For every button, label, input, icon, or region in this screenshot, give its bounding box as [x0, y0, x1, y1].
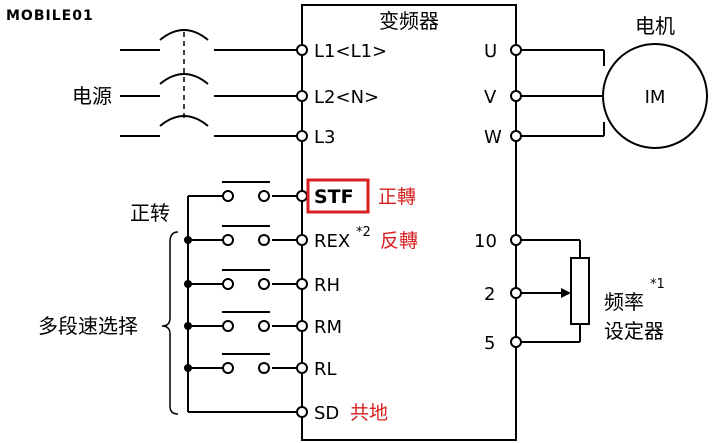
annotation-stf: 正轉: [378, 186, 416, 208]
junction-dots: [184, 236, 192, 372]
wiper-arrow-icon: [561, 288, 571, 298]
multispeed-label: 多段速选择: [38, 314, 138, 338]
terminal-rex: REX: [314, 231, 350, 252]
pot-label-line2: 设定器: [604, 319, 664, 343]
terminal-stf: STF: [314, 186, 354, 208]
terminal-rm: RM: [314, 317, 342, 338]
pot-label-line1: 频率: [604, 290, 644, 314]
multispeed-brace: [161, 231, 179, 415]
terminal-l2: L2<N>: [314, 87, 379, 108]
terminal-u: U: [484, 41, 497, 62]
pot-note: *1: [650, 277, 665, 292]
stf-highlight-box: [306, 178, 370, 214]
inverter-title: 变频器: [379, 9, 439, 33]
control-bus: [187, 181, 308, 418]
power-label: 电源: [72, 84, 112, 108]
power-breaker: [120, 29, 296, 137]
forward-label: 正转: [130, 201, 170, 225]
potentiometer: [510, 234, 590, 348]
terminal-2: 2: [484, 284, 495, 305]
terminal-v: V: [484, 87, 497, 108]
terminal-l3: L3: [314, 127, 335, 148]
terminal-rl: RL: [314, 359, 337, 380]
terminal-10: 10: [474, 231, 497, 252]
motor-wiring: [510, 44, 604, 142]
terminal-w: W: [484, 127, 502, 148]
terminal-5: 5: [484, 333, 495, 354]
watermark: MOBILE01: [6, 8, 94, 24]
terminal-sd: SD: [314, 403, 339, 424]
rex-note: *2: [356, 225, 371, 240]
motor-title: 电机: [635, 14, 675, 38]
motor-symbol: IM: [645, 87, 666, 108]
terminal-rh: RH: [314, 275, 340, 296]
annotation-rex: 反轉: [380, 230, 418, 252]
inverter-box: [301, 4, 517, 441]
terminal-l1: L1<L1>: [314, 41, 387, 62]
annotation-sd: 共地: [350, 402, 388, 424]
